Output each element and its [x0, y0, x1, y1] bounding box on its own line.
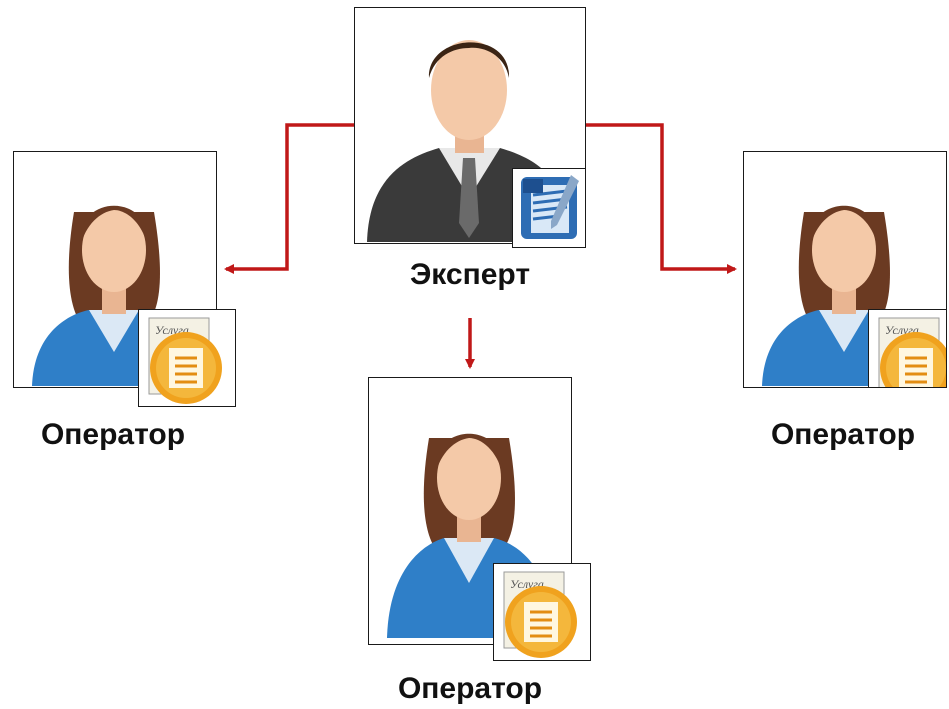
service-document-badge: Услуга — [868, 309, 946, 387]
operator-label-right: Оператор — [770, 418, 916, 451]
service-document-badge: Услуга — [493, 563, 591, 661]
operator-card-left: Услуга — [13, 151, 236, 407]
expert-card — [354, 7, 586, 248]
service-document-badge: Услуга — [138, 309, 236, 407]
operator-card-right: Услуга — [743, 151, 947, 388]
arrow-to-right-operator — [586, 123, 737, 274]
service-document-icon: Услуга — [503, 571, 577, 658]
word-document-icon — [521, 175, 579, 239]
operator-label-left: Оператор — [40, 418, 186, 451]
operator-label-center: Оператор — [397, 672, 543, 705]
arrow-to-left-operator — [224, 123, 354, 274]
operator-card-center: Услуга — [368, 377, 591, 661]
service-document-icon: Услуга — [148, 317, 222, 404]
word-document-badge — [512, 168, 586, 248]
expert-label: Эксперт — [409, 258, 531, 291]
service-document-icon: Услуга — [878, 317, 946, 387]
